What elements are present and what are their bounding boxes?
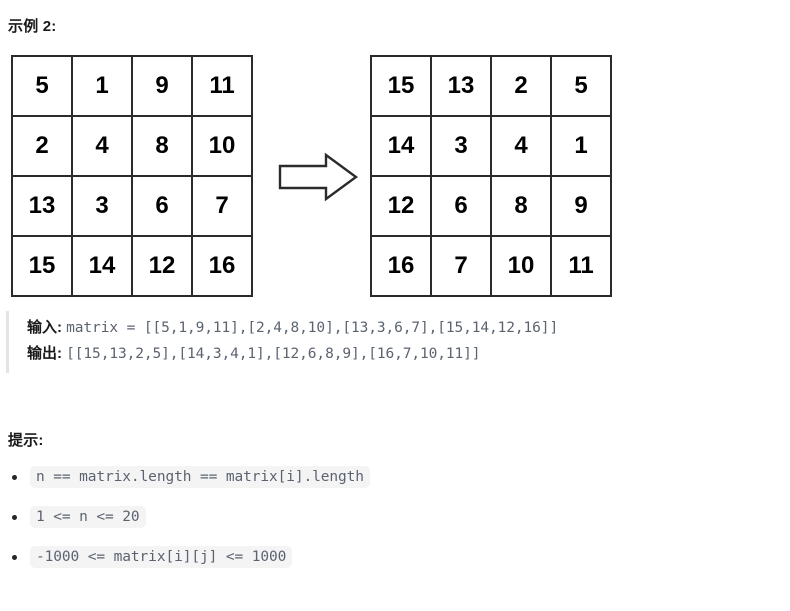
- hint-code-chip: n == matrix.length == matrix[i].length: [30, 466, 370, 488]
- output-matrix-cell: 4: [490, 115, 552, 177]
- input-label: 输入:: [27, 319, 62, 336]
- bullet-icon: [12, 555, 17, 560]
- right-arrow-icon: [278, 152, 359, 202]
- input-matrix-cell: 5: [11, 55, 73, 117]
- bullet-icon: [12, 515, 17, 520]
- output-matrix-cell: 16: [370, 235, 432, 297]
- output-code: [[15,13,2,5],[14,3,4,1],[12,6,8,9],[16,7…: [66, 346, 481, 362]
- page-title: 示例 2:: [8, 18, 57, 35]
- output-matrix-cell: 9: [550, 175, 612, 237]
- output-matrix-cell: 6: [430, 175, 492, 237]
- input-matrix-cell: 16: [191, 235, 253, 297]
- hint-code-chip: -1000 <= matrix[i][j] <= 1000: [30, 546, 293, 568]
- output-matrix-cell: 8: [490, 175, 552, 237]
- input-matrix-cell: 4: [71, 115, 133, 177]
- hint-code-chip: 1 <= n <= 20: [30, 506, 146, 528]
- input-matrix-cell: 10: [191, 115, 253, 177]
- input-matrix-cell: 13: [11, 175, 73, 237]
- input-matrix-cell: 3: [71, 175, 133, 237]
- output-matrix-cell: 5: [550, 55, 612, 117]
- output-matrix-cell: 12: [370, 175, 432, 237]
- output-matrix-cell: 3: [430, 115, 492, 177]
- input-line: 输入: matrix = [[5,1,9,11],[2,4,8,10],[13,…: [27, 315, 776, 341]
- input-matrix-cell: 7: [191, 175, 253, 237]
- hint-item: -1000 <= matrix[i][j] <= 1000: [8, 546, 768, 568]
- hints-list: n == matrix.length == matrix[i].length 1 …: [8, 466, 768, 586]
- input-matrix-cell: 8: [131, 115, 193, 177]
- input-matrix-cell: 14: [71, 235, 133, 297]
- input-matrix-cell: 11: [191, 55, 253, 117]
- output-matrix-cell: 13: [430, 55, 492, 117]
- hint-item: n == matrix.length == matrix[i].length: [8, 466, 768, 488]
- hints-title: 提示:: [8, 432, 44, 449]
- bullet-icon: [12, 475, 17, 480]
- output-matrix-cell: 2: [490, 55, 552, 117]
- output-label: 输出:: [27, 345, 62, 362]
- output-matrix-cell: 7: [430, 235, 492, 297]
- hint-item: 1 <= n <= 20: [8, 506, 768, 528]
- input-code: matrix = [[5,1,9,11],[2,4,8,10],[13,3,6,…: [66, 320, 559, 336]
- output-matrix-cell: 11: [550, 235, 612, 297]
- output-matrix-cell: 1: [550, 115, 612, 177]
- input-matrix-cell: 9: [131, 55, 193, 117]
- io-quote-block: 输入: matrix = [[5,1,9,11],[2,4,8,10],[13,…: [6, 311, 776, 373]
- input-matrix-cell: 1: [71, 55, 133, 117]
- output-matrix-cell: 15: [370, 55, 432, 117]
- output-matrix-cell: 14: [370, 115, 432, 177]
- input-matrix-cell: 12: [131, 235, 193, 297]
- output-matrix-cell: 10: [490, 235, 552, 297]
- input-matrix-cell: 2: [11, 115, 73, 177]
- input-matrix-cell: 6: [131, 175, 193, 237]
- output-line: 输出: [[15,13,2,5],[14,3,4,1],[12,6,8,9],[…: [27, 341, 776, 367]
- input-matrix-cell: 15: [11, 235, 73, 297]
